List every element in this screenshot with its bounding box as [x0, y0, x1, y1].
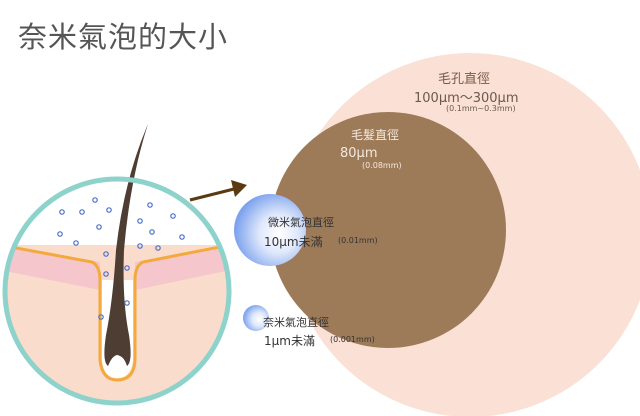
- micro-bubble-size: 10μm未滿: [264, 235, 323, 249]
- micro-bubble-label: 微米氣泡直徑: [268, 216, 334, 229]
- pore-size: 100μm～300μm: [414, 91, 519, 106]
- hair-strand: [104, 124, 148, 366]
- micro-bubble-mm: (0.01mm): [338, 236, 378, 245]
- hair-label: 毛髮直徑: [351, 128, 400, 142]
- hair-size: 80μm: [340, 146, 378, 161]
- nano-bubble-size: 1μm未滿: [264, 334, 315, 348]
- nano-bubble: [243, 305, 269, 331]
- arrow-icon: [189, 180, 247, 202]
- page-title: 奈米氣泡的大小: [18, 20, 229, 54]
- pore-label: 毛孔直徑: [438, 72, 491, 87]
- hair-circle: [270, 112, 506, 348]
- hair-mm: (0.08mm): [362, 161, 402, 170]
- micro-bubble: [234, 194, 306, 266]
- pore-mm: (0.1mm~0.3mm): [446, 104, 516, 113]
- nano-bubble-mm: (0.001mm): [330, 335, 375, 344]
- magnifier-frame: [2, 176, 232, 406]
- nano-bubble-label: 奈米氣泡直徑: [263, 316, 329, 329]
- follicle-outline: [7, 241, 227, 382]
- bubble-dots: [57, 197, 185, 320]
- skin-illustration: [2, 124, 232, 406]
